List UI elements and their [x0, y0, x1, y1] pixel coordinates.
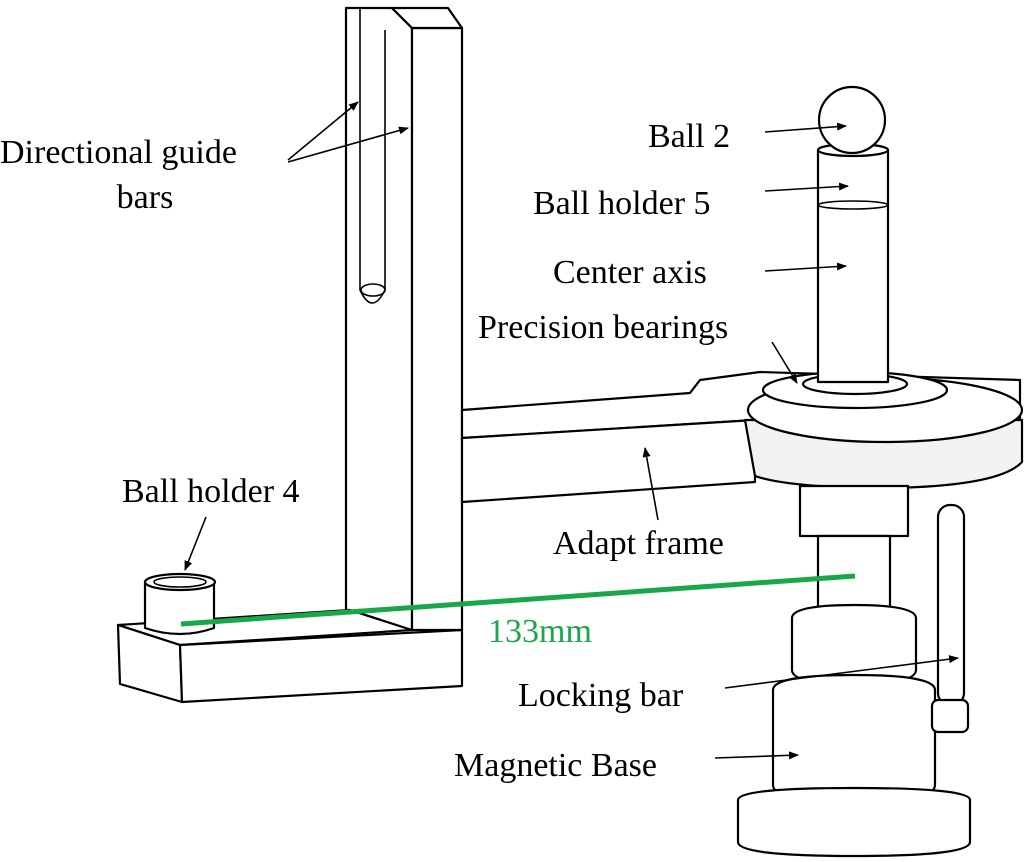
locking-bar-knuckle — [930, 698, 970, 734]
label-directional-guide-bars-line1: Directional guide — [0, 134, 237, 171]
adapt-frame-front — [460, 418, 757, 504]
dimension-text: 133mm — [488, 613, 592, 650]
label-ball-holder-4: Ball holder 4 — [122, 473, 300, 510]
ball-holder-4-bore — [153, 576, 207, 588]
center-axis-column — [816, 85, 890, 384]
label-center-axis: Center axis — [553, 254, 707, 291]
vertical-column-top — [390, 6, 464, 30]
vertical-column-side — [344, 6, 414, 632]
locking-bar-arrow — [724, 655, 959, 689]
center-axis-shaft — [816, 148, 890, 384]
l-frame-base-front — [178, 628, 464, 704]
base-middle-tier — [771, 673, 937, 804]
locking-bar — [936, 503, 966, 707]
magnetic-base-assembly — [736, 484, 972, 858]
callout-arrows — [184, 101, 959, 760]
lower-collar — [798, 484, 910, 538]
rotary-disc — [743, 370, 1024, 490]
vertical-column-front — [410, 26, 464, 632]
ball-holder-5-arrow — [764, 182, 849, 192]
guide-bars-arrow-1 — [287, 101, 359, 161]
label-precision-bearings: Precision bearings — [478, 309, 728, 346]
ball-2-arrow — [764, 122, 847, 133]
magnetic-base-arrow — [714, 751, 799, 760]
dimension-line — [180, 573, 856, 627]
adapt-frame-arrow — [642, 447, 659, 521]
ball-holder-4-arrow — [184, 516, 207, 571]
precision-bearings-arrow — [771, 341, 798, 384]
ball-holder-5-seam — [817, 200, 889, 210]
upright-frame — [116, 6, 464, 704]
label-magnetic-base: Magnetic Base — [454, 747, 657, 784]
guide-bars-arrow-2 — [287, 126, 409, 163]
label-adapt-frame: Adapt frame — [553, 525, 724, 562]
ball-holder-4-part — [143, 572, 217, 636]
ball-2 — [817, 85, 887, 155]
base-foot — [736, 786, 972, 858]
label-locking-bar: Locking bar — [518, 677, 684, 714]
labels: Directional guide bars Ball 2 Ball holde… — [0, 118, 730, 784]
label-directional-guide-bars-line2: bars — [117, 179, 174, 216]
label-ball-holder-5: Ball holder 5 — [533, 185, 711, 222]
guide-bar-slot-end — [360, 283, 386, 297]
center-axis-arrow — [764, 262, 847, 272]
label-ball-2: Ball 2 — [648, 118, 730, 155]
